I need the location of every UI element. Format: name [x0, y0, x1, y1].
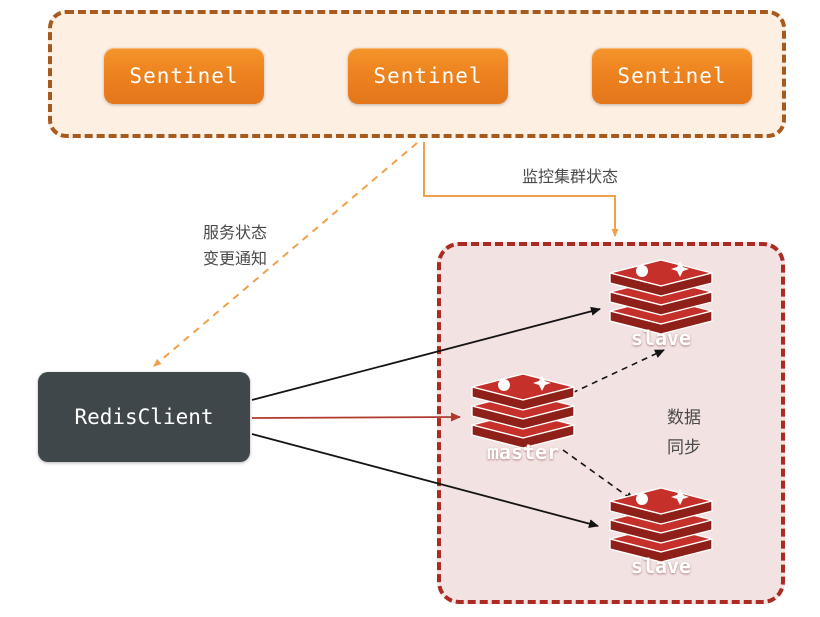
sentinel-node-label: Sentinel — [617, 64, 727, 88]
redis-icon-dot — [636, 493, 648, 505]
node-label-master: master — [486, 440, 560, 464]
redis-node-slave-top: slave — [606, 258, 716, 352]
edge-label-monitor: 监控集群状态 — [521, 167, 618, 186]
redis-icon — [471, 373, 575, 449]
sentinel-node-1: Sentinel — [104, 48, 264, 104]
node-label-slave-top: slave — [630, 326, 692, 350]
sentinel-node-label: Sentinel — [373, 64, 483, 88]
redis-icon — [609, 259, 713, 335]
redis-client-label: RedisClient — [74, 405, 214, 429]
redis-icon-star — [671, 489, 689, 505]
redis-icon-dot — [636, 265, 648, 277]
edge-label-notify: 服务状态 变更通知 — [202, 223, 267, 268]
edge-label-sync: 数据 同步 — [667, 408, 701, 458]
edge-client-master — [251, 412, 461, 422]
redis-icon — [609, 487, 713, 563]
redis-client-node: RedisClient — [38, 372, 250, 462]
redis-node-slave-bottom: slave — [606, 486, 716, 580]
node-label-slave-bottom: slave — [630, 554, 692, 578]
redis-icon-dot — [498, 379, 510, 391]
redis-icon-star — [533, 375, 551, 391]
redis-node-master: master — [468, 372, 578, 466]
sentinel-node-2: Sentinel — [348, 48, 508, 104]
sentinel-node-label: Sentinel — [129, 64, 239, 88]
sentinel-node-3: Sentinel — [592, 48, 752, 104]
sentinel-group: Sentinel Sentinel Sentinel — [48, 10, 786, 138]
redis-icon-star — [671, 261, 689, 277]
